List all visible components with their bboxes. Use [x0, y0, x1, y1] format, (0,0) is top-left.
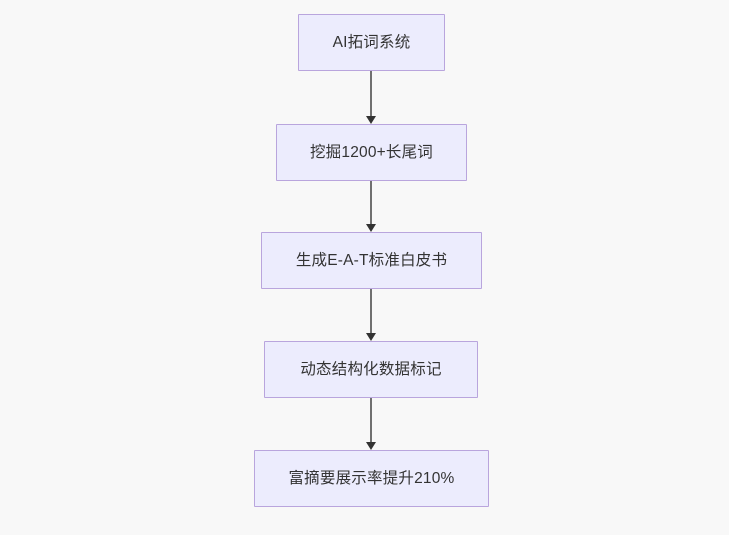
flow-node-label: 动态结构化数据标记 [300, 360, 442, 378]
flow-node-mine-longtail-keywords[interactable]: 挖掘1200+长尾词 [276, 124, 467, 181]
flow-node-ai-keyword-system[interactable]: AI拓词系统 [298, 14, 445, 71]
flow-node-dynamic-structured-data[interactable]: 动态结构化数据标记 [264, 341, 478, 398]
flow-node-label: 挖掘1200+长尾词 [309, 143, 434, 161]
flow-node-generate-eat-whitepaper[interactable]: 生成E-A-T标准白皮书 [261, 232, 482, 289]
connector-line [370, 289, 372, 333]
flow-node-label: 富摘要展示率提升210% [288, 469, 455, 487]
connector-line [370, 181, 372, 224]
flow-node-label: 生成E-A-T标准白皮书 [295, 251, 448, 269]
arrowhead-icon [366, 333, 376, 341]
flow-node-rich-snippet-growth[interactable]: 富摘要展示率提升210% [254, 450, 489, 507]
connector-line [370, 398, 372, 442]
arrowhead-icon [366, 442, 376, 450]
arrowhead-icon [366, 224, 376, 232]
arrowhead-icon [366, 116, 376, 124]
connector-line [370, 71, 372, 116]
flow-node-label: AI拓词系统 [332, 33, 411, 51]
